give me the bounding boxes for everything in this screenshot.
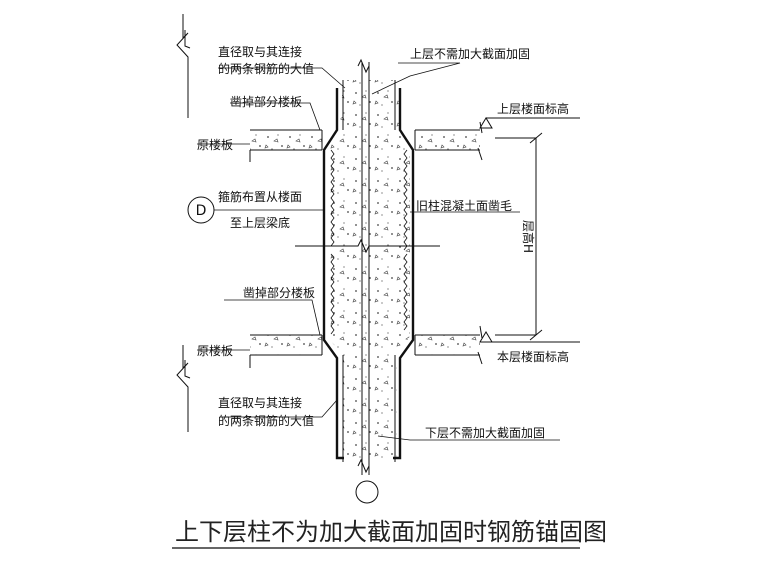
roughened-interface [330,149,408,335]
storey-height-dimension [495,132,543,341]
upper-level-marker [479,117,580,129]
label-old-concrete: 旧柱混凝土面凿毛 [416,198,512,213]
enlarged-column-rebar [322,88,415,460]
label-bottom-left-line2: 的两条钢筋的大值 [218,413,314,428]
label-bottom-left-line1: 直径取与其连接 [218,395,302,410]
label-upper-floor-level: 上层楼面标高 [497,101,569,116]
label-stirrup-line2: 至上层梁底 [230,215,290,230]
label-this-floor-level: 本层楼面标高 [497,349,569,364]
label-lower-no-enlarge: 下层不需加大截面加固 [425,426,545,440]
detail-marker-label: D [196,203,207,219]
label-upper-no-enlarge: 上层不需加大截面加固 [410,47,530,61]
old-column-outline [342,62,396,475]
label-orig-slab-top: 原楼板 [197,137,233,152]
axis-circle [355,480,379,504]
this-level-marker [479,331,580,343]
leader-lines [197,62,560,441]
label-storey-height: 层高H [521,220,536,253]
upper-floor-slab [249,121,483,162]
detail-marker: D [187,196,215,224]
lower-floor-slab [249,325,483,368]
mid-break-line [295,58,440,474]
label-chisel-top: 凿掉部分楼板 [230,94,302,109]
label-top-left-line1: 直径取与其连接 [218,44,302,59]
label-orig-slab-bottom: 原楼板 [197,343,233,358]
drawing-title: 上下层柱不为加大截面加固时钢筋锚固图 [175,518,607,546]
break-symbol-bottom [176,345,191,432]
label-stirrup-line1: 箍筋布置从楼面 [218,189,302,204]
label-chisel-bottom: 凿掉部分楼板 [243,285,315,300]
break-symbol-top [176,14,191,118]
label-top-left-line2: 的两条钢筋的大值 [218,61,314,76]
